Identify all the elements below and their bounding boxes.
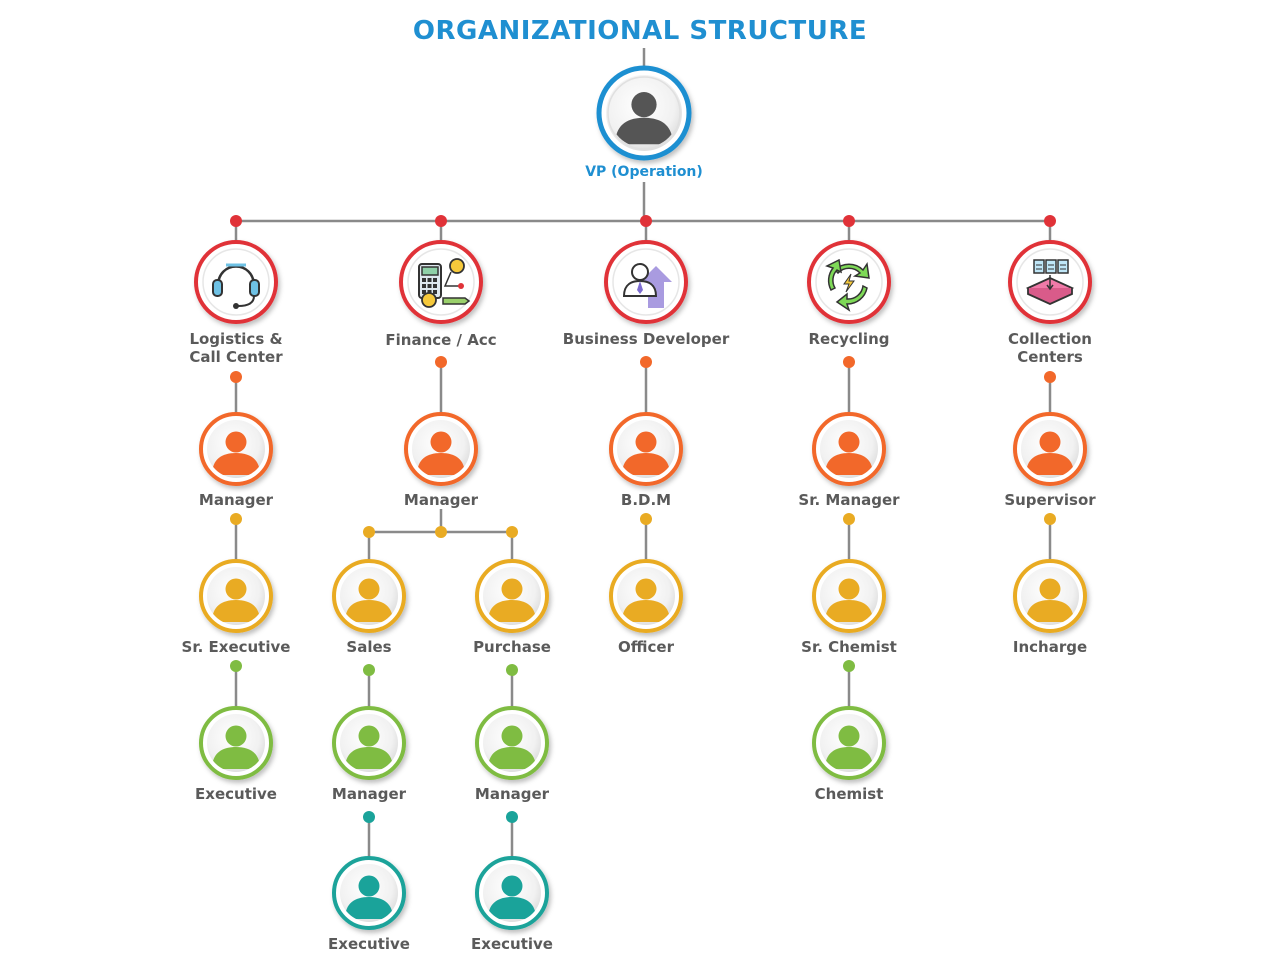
connector-dot	[640, 356, 652, 368]
department-label: Centers	[1017, 348, 1083, 366]
connector-dots	[230, 215, 1056, 823]
page-title: ORGANIZATIONAL STRUCTURE	[412, 16, 868, 46]
recycling-icon	[807, 240, 891, 324]
connector-dot	[363, 664, 375, 676]
person-icon	[1026, 431, 1074, 475]
role-label: Manager	[198, 491, 274, 509]
person-icon	[825, 578, 873, 622]
role-node	[812, 412, 886, 486]
calculator-finance-icon	[399, 240, 483, 324]
connector-dot	[1044, 371, 1056, 383]
role-node	[475, 706, 549, 780]
business-growth-icon	[604, 240, 688, 324]
vp-node	[596, 65, 692, 161]
person-icon	[615, 92, 673, 145]
role-label: Executive	[471, 935, 553, 953]
role-node	[1013, 412, 1087, 486]
person-icon	[212, 725, 260, 769]
role-node	[475, 559, 549, 633]
department-label: Finance / Acc	[385, 331, 497, 349]
person-icon	[622, 431, 670, 475]
person-icon	[1026, 578, 1074, 622]
nodes	[194, 65, 1092, 930]
headset-icon	[194, 240, 278, 324]
role-label: Executive	[195, 785, 277, 803]
person-icon	[345, 578, 393, 622]
connector-dot	[843, 513, 855, 525]
role-label: Chemist	[814, 785, 884, 803]
role-label: Sr. Manager	[798, 491, 900, 509]
role-node	[332, 706, 406, 780]
role-node	[475, 856, 549, 930]
person-icon	[345, 875, 393, 919]
role-label: Manager	[403, 491, 479, 509]
role-label: Purchase	[473, 638, 551, 656]
person-icon	[345, 725, 393, 769]
department-dot	[640, 215, 652, 227]
connector-dot	[363, 811, 375, 823]
person-icon	[825, 431, 873, 475]
connector-dot	[363, 526, 375, 538]
department-label: Business Developer	[562, 330, 730, 348]
role-node	[332, 559, 406, 633]
vp-label: VP (Operation)	[585, 164, 703, 180]
department-dot	[843, 215, 855, 227]
person-icon	[417, 431, 465, 475]
connector-dot	[640, 513, 652, 525]
role-label: Sales	[346, 638, 392, 656]
role-node	[609, 559, 683, 633]
role-node	[812, 706, 886, 780]
collection-files-icon	[1008, 240, 1092, 324]
department-dot	[435, 215, 447, 227]
role-label: Officer	[618, 638, 674, 656]
role-node	[1013, 559, 1087, 633]
department-label: Collection	[1008, 330, 1092, 348]
connector-dot	[230, 513, 242, 525]
connector-dot	[230, 660, 242, 672]
person-icon	[212, 578, 260, 622]
department-label: Logistics &	[189, 330, 283, 348]
role-label: Manager	[331, 785, 407, 803]
role-label: Manager	[474, 785, 550, 803]
connector-dot	[843, 660, 855, 672]
role-node	[812, 559, 886, 633]
role-node	[199, 706, 273, 780]
connector-dot	[843, 356, 855, 368]
department-label: Call Center	[189, 348, 283, 366]
person-icon	[488, 725, 536, 769]
department-dot	[230, 215, 242, 227]
role-node	[199, 559, 273, 633]
person-icon	[488, 578, 536, 622]
role-label: B.D.M	[620, 491, 672, 509]
role-label: Sr. Chemist	[801, 638, 897, 656]
role-label: Incharge	[1012, 638, 1088, 656]
connector-dot	[435, 526, 447, 538]
connector-dot	[435, 356, 447, 368]
person-icon	[825, 725, 873, 769]
connector-dot	[506, 664, 518, 676]
person-icon	[622, 578, 670, 622]
role-label: Executive	[328, 935, 410, 953]
department-dot	[1044, 215, 1056, 227]
person-icon	[212, 431, 260, 475]
role-label: Sr. Executive	[181, 638, 291, 656]
connector-dot	[230, 371, 242, 383]
connector-dot	[506, 526, 518, 538]
connector-dot	[1044, 513, 1056, 525]
role-label: Supervisor	[1004, 491, 1096, 509]
role-node	[609, 412, 683, 486]
connector-dot	[506, 811, 518, 823]
role-node	[332, 856, 406, 930]
role-node	[199, 412, 273, 486]
person-icon	[488, 875, 536, 919]
role-node	[404, 412, 478, 486]
department-label: Recycling	[808, 330, 890, 348]
